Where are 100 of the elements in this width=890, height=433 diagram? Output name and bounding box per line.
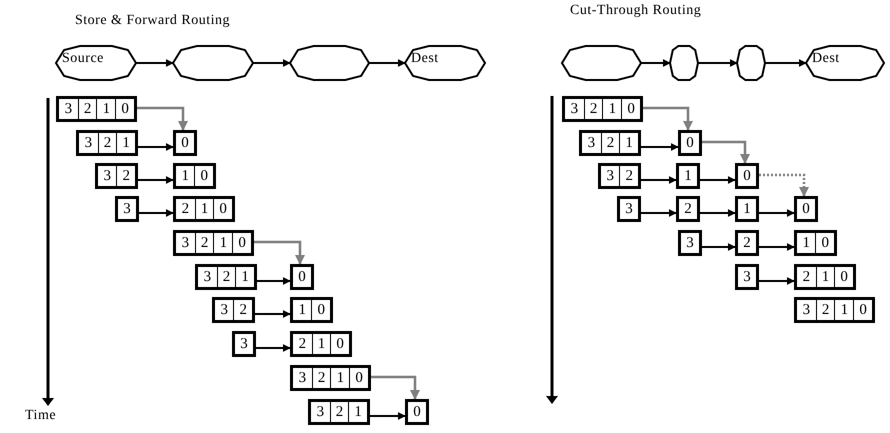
- packet-box: [56, 96, 137, 122]
- flit-number: 1: [742, 200, 752, 219]
- arrow: [759, 174, 809, 197]
- flit-number: 3: [570, 100, 580, 119]
- packet-box: [794, 230, 837, 256]
- flit-number: 1: [116, 133, 135, 153]
- panel-title: Store & Forward Routing: [75, 13, 230, 29]
- flit-number: 3: [605, 167, 615, 186]
- arrow: [698, 59, 738, 67]
- flit-number: 3: [102, 167, 112, 186]
- arrow: [137, 106, 188, 131]
- flit-number: 0: [311, 300, 330, 320]
- flit-number: 3: [202, 268, 212, 287]
- packet-box: [212, 297, 255, 323]
- flit-number: 0: [412, 403, 422, 422]
- packet-box: [562, 96, 643, 122]
- arrow: [369, 59, 406, 67]
- flit-number: 0: [801, 200, 811, 219]
- flit-number: 0: [742, 167, 752, 186]
- flit-number: 2: [600, 133, 620, 153]
- flit-number: 2: [312, 368, 330, 388]
- flit-number: 0: [621, 99, 640, 119]
- packet-box: [678, 130, 702, 156]
- arrow: [641, 176, 677, 184]
- flit-number: 2: [78, 99, 96, 119]
- packet-box: [735, 163, 759, 189]
- flit-number: 3: [316, 403, 326, 422]
- arrow: [138, 143, 174, 151]
- flit-number: 0: [330, 334, 349, 354]
- flit-number: 3: [219, 301, 229, 320]
- arrow: [641, 59, 671, 67]
- flit-number: 0: [213, 199, 232, 219]
- flit-number: 1: [801, 234, 811, 253]
- flit-number: 2: [802, 268, 812, 287]
- packet-box: [579, 130, 641, 156]
- flit-number: 1: [213, 233, 232, 253]
- packet-box: [195, 264, 257, 290]
- arrow: [641, 143, 679, 151]
- flit-number: 0: [815, 233, 834, 253]
- node-label: Source: [62, 51, 104, 67]
- flit-number: 1: [96, 99, 116, 119]
- arrow: [256, 344, 291, 352]
- arrow: [255, 310, 291, 318]
- arrow: [759, 209, 795, 217]
- flit-number: 1: [180, 167, 190, 186]
- packet-box: [173, 230, 254, 256]
- packet-box: [173, 196, 235, 222]
- flit-number: 3: [586, 134, 596, 153]
- arrow: [139, 209, 174, 217]
- flit-number: 3: [64, 100, 74, 119]
- node-label: Dest: [812, 51, 840, 67]
- flit-number: 2: [180, 200, 190, 219]
- packet-box: [115, 196, 139, 222]
- packet-box: [676, 196, 700, 222]
- arrow: [138, 176, 174, 184]
- packet-box: [173, 163, 216, 189]
- flit-number: 3: [685, 234, 695, 253]
- packet-box: [617, 196, 641, 222]
- arrow: [702, 243, 736, 251]
- flit-number: 1: [816, 267, 834, 287]
- flit-number: 0: [232, 233, 251, 253]
- packet-box: [598, 163, 641, 189]
- flit-number: 2: [619, 166, 638, 186]
- arrow: [254, 240, 305, 265]
- flit-number: 0: [834, 267, 853, 287]
- arrow: [702, 140, 750, 164]
- flit-number: 0: [349, 368, 368, 388]
- flit-number: 1: [348, 402, 367, 422]
- flit-number: 1: [194, 199, 214, 219]
- packet-box: [290, 365, 371, 391]
- flit-number: 2: [116, 166, 135, 186]
- flit-number: 1: [683, 167, 693, 186]
- packet-box: [405, 399, 429, 425]
- packet-box: [173, 130, 197, 156]
- flit-number: 2: [584, 99, 602, 119]
- flit-number: 2: [216, 267, 236, 287]
- arrow: [641, 209, 677, 217]
- packet-box: [735, 196, 759, 222]
- flit-number: 3: [802, 301, 812, 320]
- flit-number: 2: [98, 133, 116, 153]
- arrow: [257, 277, 291, 285]
- packet-box: [76, 130, 138, 156]
- flit-number: 1: [602, 99, 622, 119]
- packet-box: [290, 264, 314, 290]
- flit-number: 1: [834, 300, 854, 320]
- flit-number: 0: [194, 166, 213, 186]
- packet-box: [678, 230, 702, 256]
- flit-number: 2: [194, 233, 214, 253]
- packet-box: [735, 230, 759, 256]
- flit-number: 2: [330, 402, 348, 422]
- flit-number: 0: [853, 300, 872, 320]
- flit-number: 2: [298, 335, 308, 354]
- axis-label: Time: [25, 408, 56, 424]
- packet-box: [794, 297, 875, 323]
- arrow: [643, 106, 693, 131]
- packet-box: [735, 264, 759, 290]
- flit-number: 1: [312, 334, 330, 354]
- packet-box: [794, 196, 818, 222]
- node-label: Dest: [411, 51, 439, 67]
- arrow: [136, 59, 174, 67]
